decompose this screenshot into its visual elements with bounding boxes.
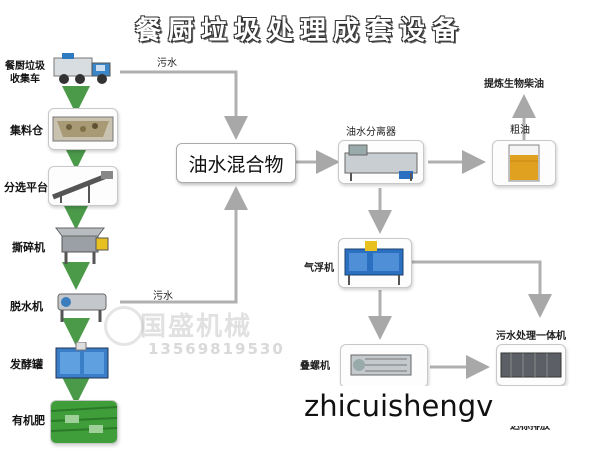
discharge-label: 达标排放 (510, 421, 550, 432)
top-sewage-arrow (120, 70, 248, 140)
crude-oil-beaker-icon (492, 140, 556, 186)
step-label-ferment: 发酵罐 (10, 358, 43, 371)
step-label-sorting: 分选平台 (4, 181, 48, 194)
edge-label-sewage-middle: 污水 (153, 291, 173, 302)
biodiesel-label: 提炼生物柴油 (484, 79, 544, 90)
step-label-shredder: 撕碎机 (12, 241, 45, 254)
page-title: 餐厨垃圾处理成套设备 (134, 16, 465, 46)
watermark-phone: 13569819530 (148, 340, 285, 358)
flotation-label: 气浮机 (304, 263, 334, 274)
step-label-truck: 餐厨垃圾 收集车 (5, 61, 45, 85)
edge-label-sewage-top: 污水 (157, 58, 177, 69)
middle-sewage-arrow (120, 186, 248, 304)
wastewater-unit-label: 污水处理一体机 (496, 331, 566, 342)
hopper-icon (48, 108, 118, 150)
step-label-dewater: 脱水机 (10, 300, 43, 313)
oil-water-mixture-node: 油水混合物 (176, 143, 296, 183)
watermark-brand: 国盛机械 (140, 312, 253, 342)
screw-press-label: 叠螺机 (300, 361, 330, 372)
step-label-fertilizer: 有机肥 (12, 414, 45, 427)
dewatering-machine-icon (52, 286, 114, 324)
fermentation-tank-icon (52, 342, 112, 384)
watermark-logo-icon (104, 306, 144, 346)
conveyor-icon (48, 166, 118, 206)
shredder-icon (52, 226, 112, 266)
wastewater-treatment-unit-icon (496, 344, 566, 386)
air-flotation-machine-icon (338, 238, 412, 288)
screw-press-icon (340, 344, 428, 388)
garbage-truck-icon (50, 52, 116, 88)
step-label-hopper: 集料仓 (10, 124, 43, 137)
watermark-overlay-text: zhicuishengv (302, 386, 600, 426)
separator-label: 油水分离器 (346, 127, 396, 138)
fertilizer-bags-icon (50, 400, 118, 444)
oil-water-separator-icon (338, 140, 424, 184)
crude-oil-label: 粗油 (510, 125, 530, 136)
